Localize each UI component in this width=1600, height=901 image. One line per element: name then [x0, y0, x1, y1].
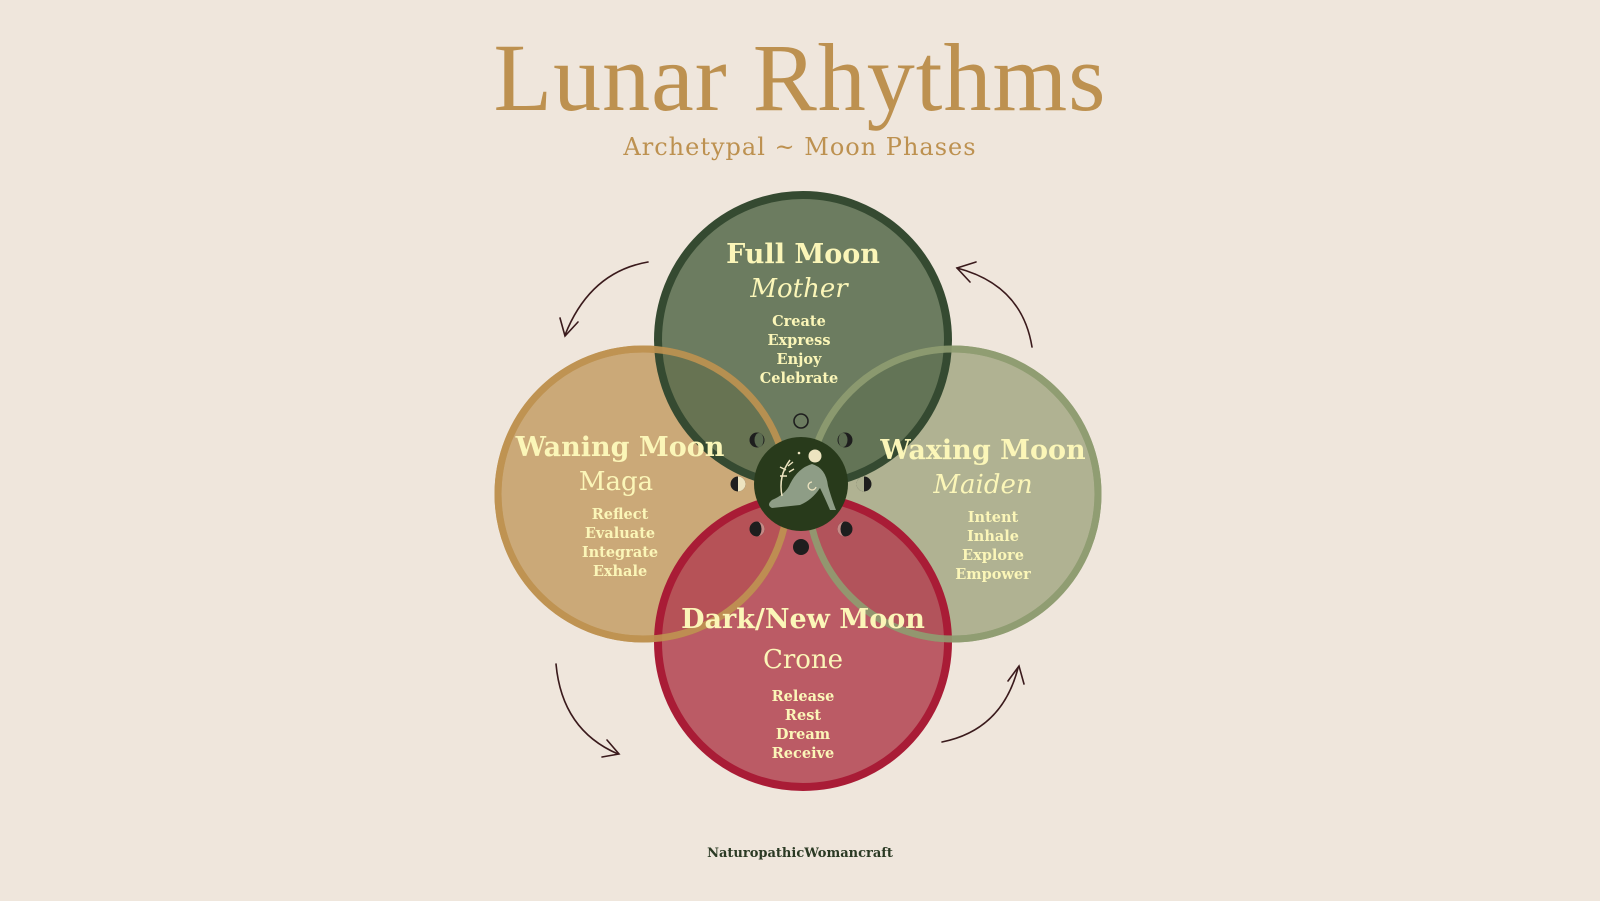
keyword: Receive [771, 745, 835, 762]
footer-credit: NaturopathicWomancraft [707, 846, 893, 861]
last-quarter-icon [730, 476, 746, 492]
waning-moon-keywords: Reflect Evaluate Integrate Exhale [505, 505, 735, 581]
cycle-arrow-top-right [955, 261, 1033, 348]
waxing-moon-archetype: Maiden [933, 470, 1033, 500]
waxing-crescent-icon [837, 521, 853, 537]
full-moon-label: Full Moon Mother Create Express Enjoy Ce… [688, 239, 918, 388]
dark-moon-title: Dark/New Moon [681, 604, 925, 635]
keyword: Dream [775, 726, 831, 743]
keyword: Create [772, 313, 826, 330]
keyword: Intent [967, 509, 1019, 526]
waning-moon-title: Waning Moon [515, 432, 725, 463]
center-emblem [754, 437, 848, 531]
cycle-arrow-top-left [559, 261, 649, 338]
keyword: Rest [784, 707, 822, 724]
keyword: Enjoy [776, 351, 822, 368]
keyword: Empower [955, 566, 1031, 583]
full-moon-title: Full Moon [726, 239, 880, 270]
full-moon-keywords: Create Express Enjoy Celebrate [680, 312, 918, 388]
keyword: Reflect [591, 506, 649, 523]
dark-moon-label: Dark/New Moon Crone Release Rest Dream R… [668, 604, 938, 763]
keyword: Express [767, 332, 831, 349]
waning-crescent-icon [749, 521, 765, 537]
waning-gibbous-icon [749, 432, 765, 448]
dark-moon-keywords: Release Rest Dream Receive [668, 687, 938, 763]
first-quarter-icon [856, 476, 872, 492]
waxing-moon-keywords: Intent Inhale Explore Empower [888, 508, 1098, 584]
waning-moon-label: Waning Moon Maga Reflect Evaluate Integr… [505, 432, 735, 581]
page-title: Lunar Rhythms [493, 24, 1107, 131]
waxing-moon-title: Waxing Moon [880, 435, 1086, 466]
waxing-gibbous-icon [837, 432, 853, 448]
keyword: Celebrate [759, 370, 839, 387]
keyword: Evaluate [584, 525, 656, 542]
cycle-arrow-bottom-right [941, 664, 1025, 743]
keyword: Explore [962, 547, 1024, 564]
keyword: Exhale [592, 563, 648, 580]
goddess-figure-icon [769, 449, 836, 510]
keyword: Release [771, 688, 835, 705]
keyword: Inhale [967, 528, 1019, 545]
keyword: Integrate [581, 544, 659, 561]
waning-moon-archetype: Maga [578, 467, 654, 497]
dark-moon-archetype: Crone [762, 645, 844, 675]
new-moon-icon [793, 539, 809, 555]
waxing-moon-label: Waxing Moon Maiden Intent Inhale Explore… [868, 435, 1098, 584]
full-moon-archetype: Mother [750, 274, 848, 304]
full-moon-icon [793, 413, 809, 429]
page-subtitle: Archetypal ~ Moon Phases [623, 133, 977, 161]
cycle-arrow-bottom-left [555, 663, 621, 758]
